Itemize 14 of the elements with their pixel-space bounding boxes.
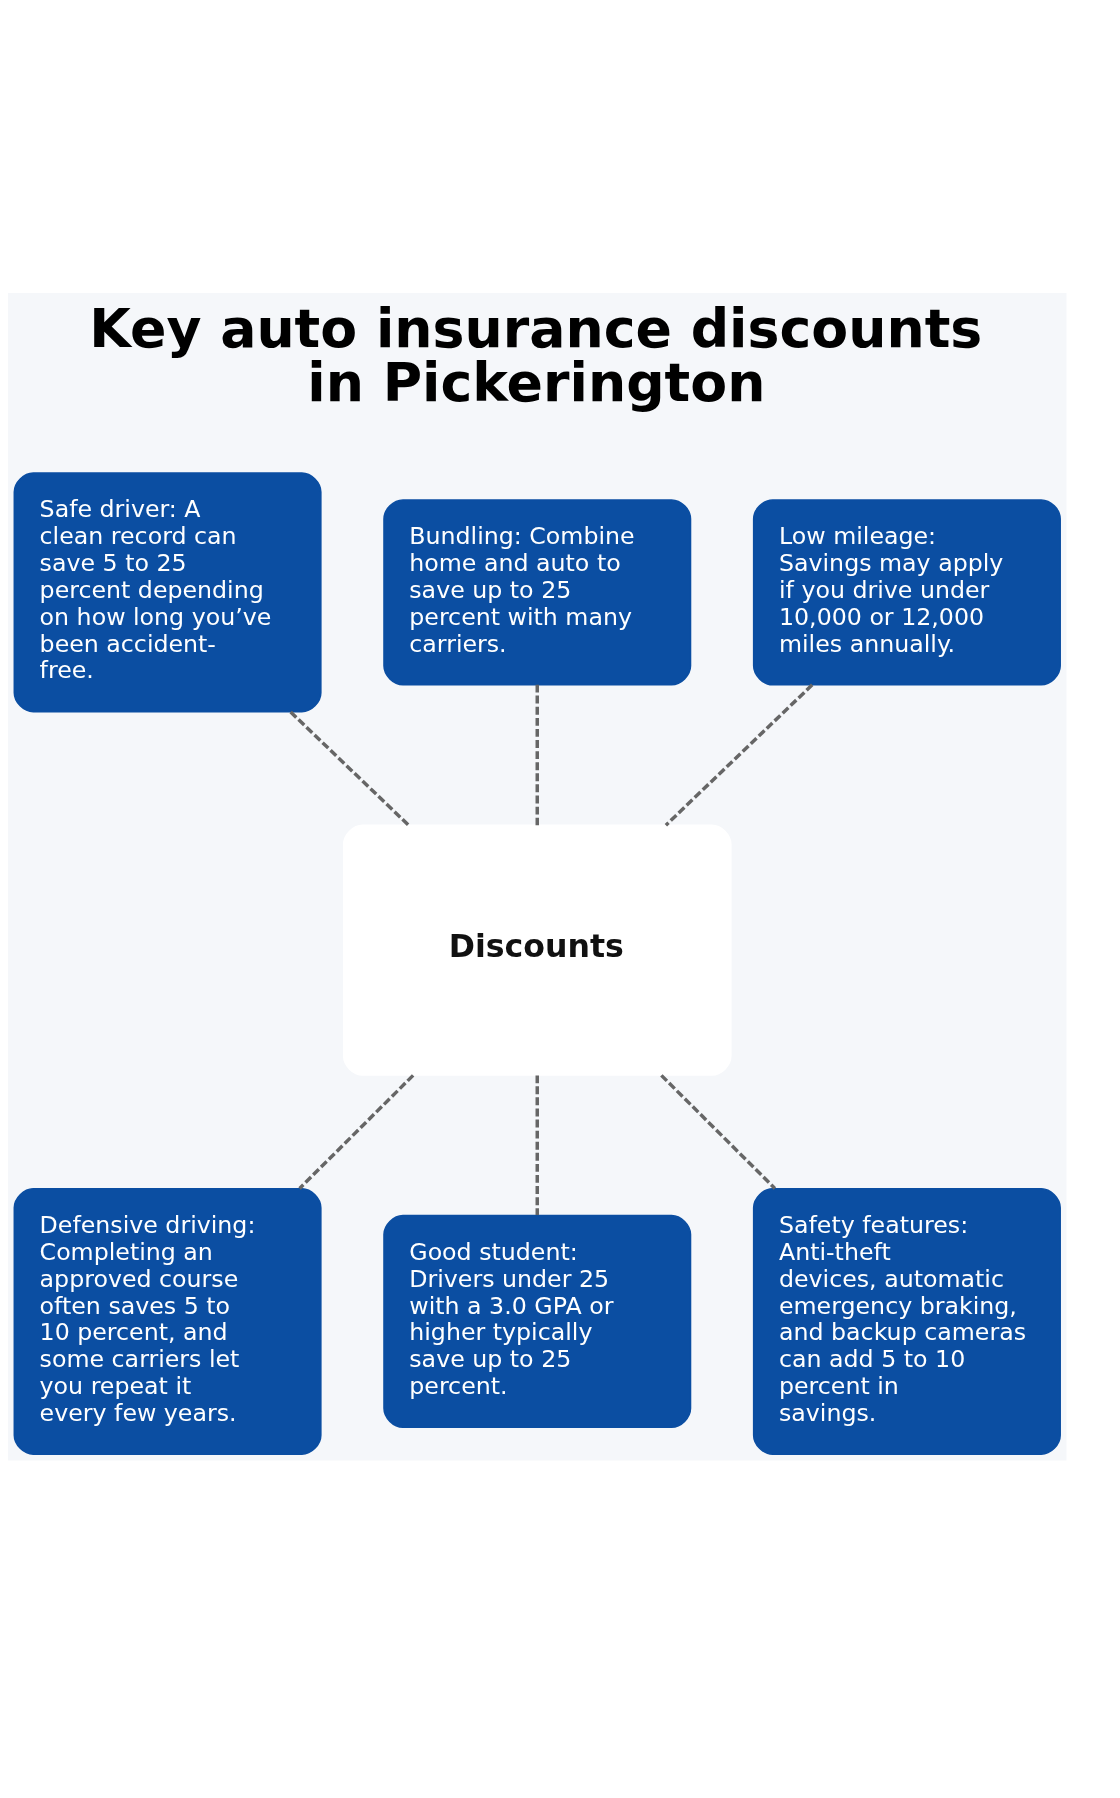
node-box: Defensive driving: Completing an approved course often saves 5 to 10 percent, and some carriers let you repeat it every few years. [13,1187,322,1455]
connector [664,683,814,826]
node-box: Good student: Drivers under 25 with a 3.0 GPA or higher typically save up to 25 percent. [383,1214,692,1428]
connector [535,1074,539,1215]
connector [535,684,539,825]
node-box: Discounts [342,824,732,1076]
node-box: Safe driver: A clean record can save 5 to 25 percent depending on how long you’ve been accident-free. [13,471,322,712]
connector [289,710,410,826]
diagram-title: Key auto insurance discounts in Pickerington [89,296,983,414]
node-box: Safety features: Anti-theft devices, automatic emergency braking, and backup cameras can add 5 to 10 percent in savings. [752,1187,1061,1455]
connector [298,1073,415,1190]
node-box: Low mileage: Savings may apply if you drive under 10,000 or 12,000 miles annually. [752,498,1061,686]
node-box: Bundling: Combine home and auto to save up to 25 percent with many carriers. [383,498,692,686]
connector [660,1073,777,1190]
